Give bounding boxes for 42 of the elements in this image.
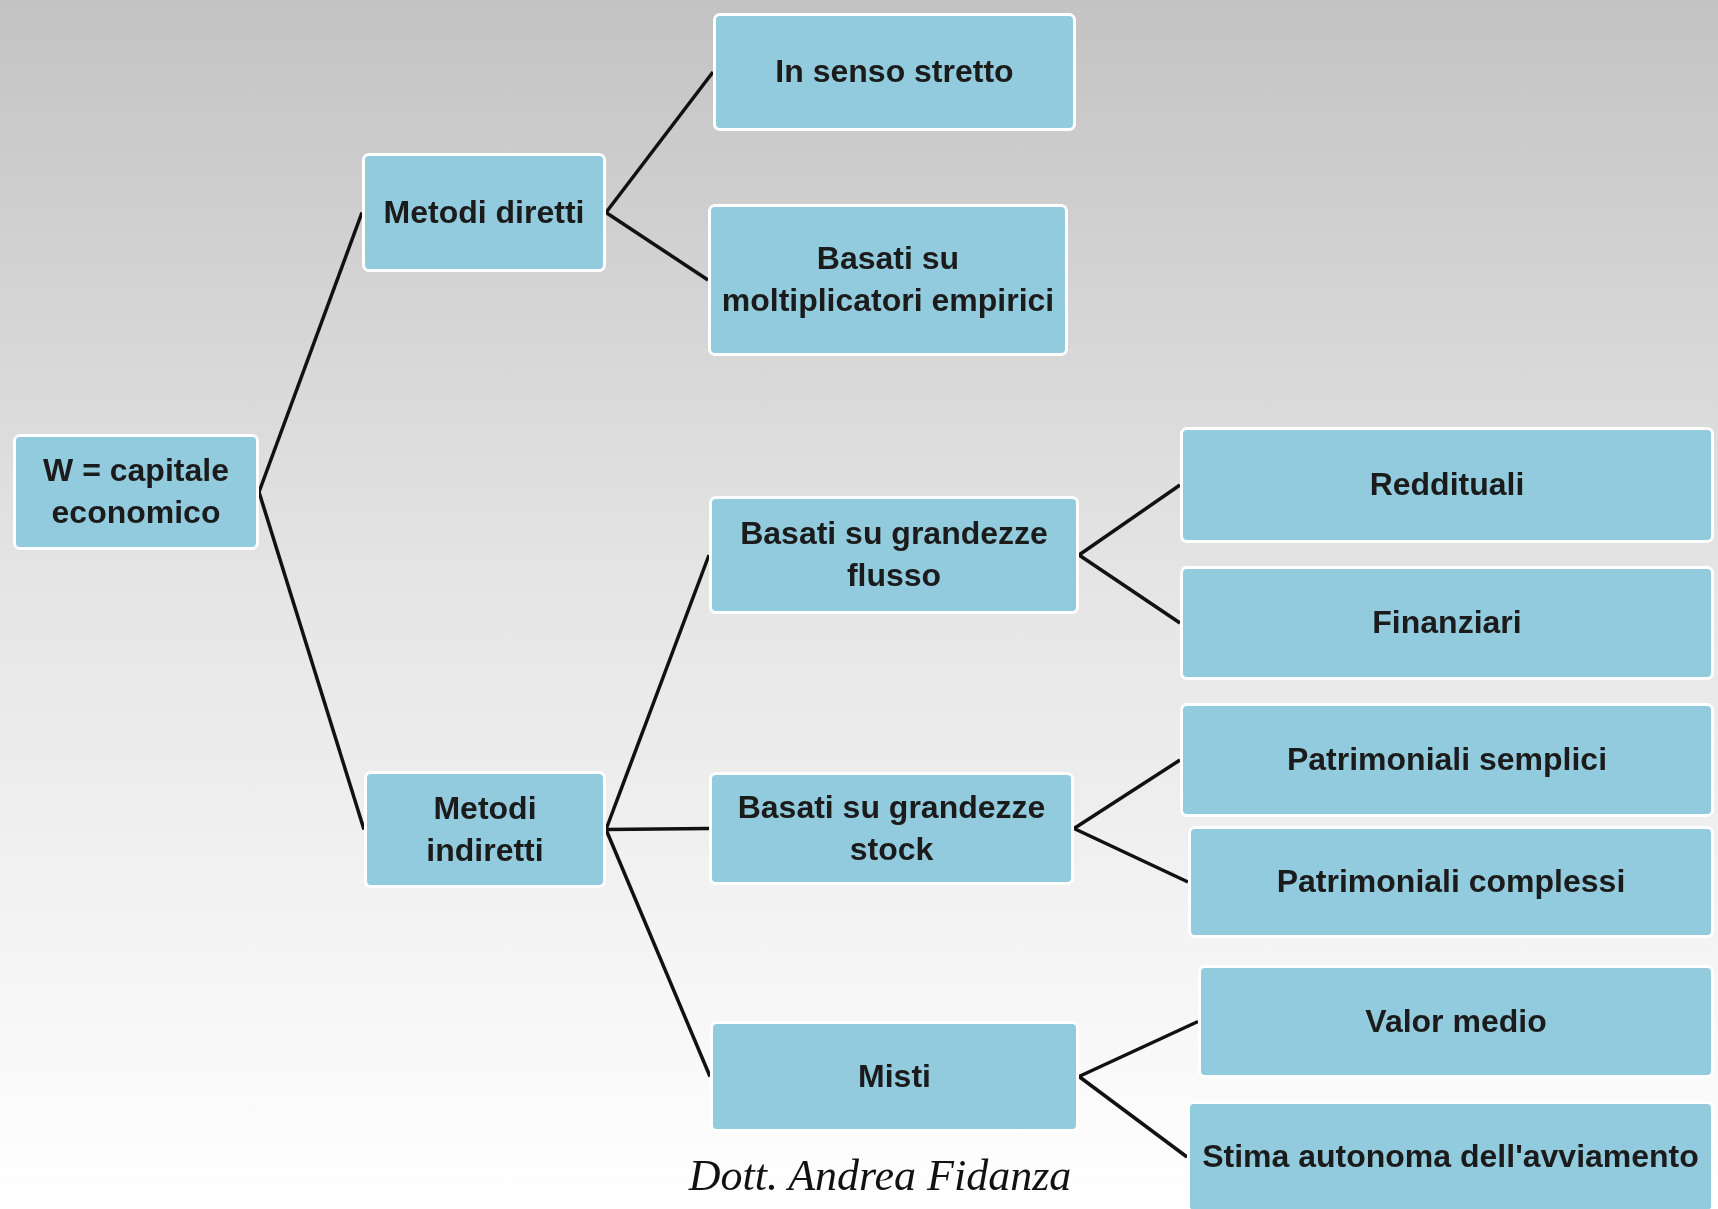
category-box — [364, 771, 606, 888]
box-label: Basati su moltiplicatori empirici — [721, 239, 1055, 320]
box-label: Stima autonoma dell'avviamento — [1202, 1137, 1699, 1177]
category-box — [1187, 1101, 1714, 1209]
category-box — [1180, 427, 1714, 543]
box-label: Metodi diretti — [383, 192, 585, 232]
category-box — [709, 496, 1079, 614]
connector-line — [1077, 1075, 1189, 1159]
category-box — [710, 1021, 1079, 1132]
category-box — [713, 13, 1076, 131]
category-box — [1198, 965, 1714, 1078]
connector-line — [1078, 483, 1181, 557]
category-box — [708, 204, 1068, 356]
category-box — [362, 153, 606, 272]
box-label: Metodi indiretti — [425, 788, 545, 870]
connector-line — [257, 211, 364, 493]
connector-line — [604, 70, 715, 214]
connector-line — [257, 491, 366, 831]
category-box — [1180, 566, 1714, 680]
connector-line — [1078, 553, 1181, 625]
connector-line — [1078, 1019, 1199, 1079]
connector-line — [604, 828, 712, 1078]
connector-line — [604, 554, 711, 831]
box-label: Misti — [858, 1056, 931, 1096]
box-label: Patrimoniali semplici — [1286, 740, 1608, 780]
connector-line — [1073, 758, 1181, 830]
category-box — [1180, 703, 1714, 817]
box-label: Patrimoniali complessi — [1276, 862, 1626, 902]
category-box — [13, 434, 259, 550]
box-label: Reddituali — [1369, 465, 1525, 505]
category-box — [1188, 826, 1714, 938]
connector-line — [1073, 826, 1189, 884]
connector-line — [606, 826, 709, 832]
category-box — [709, 772, 1074, 885]
box-label: Basati su grandezze stock — [736, 787, 1047, 869]
box-label: W = capitale economico — [42, 451, 230, 532]
box-label: Finanziari — [1372, 603, 1522, 643]
box-label: Valor medio — [1365, 1001, 1547, 1041]
box-label: Basati su grandezze flusso — [739, 514, 1049, 595]
box-label: In senso stretto — [775, 52, 1014, 92]
connector-line — [605, 211, 709, 282]
author-signature: Dott. Andrea Fidanza — [687, 1150, 1073, 1201]
